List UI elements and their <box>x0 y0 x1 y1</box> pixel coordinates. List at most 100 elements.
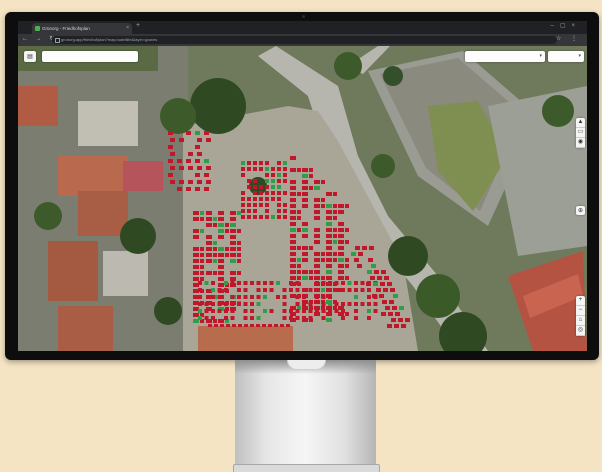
grave-marker[interactable] <box>237 211 241 215</box>
address-bar[interactable]: grunorg.app/friedhof/plan?map=satellite&… <box>52 36 557 44</box>
grave-marker[interactable] <box>197 152 202 156</box>
grave-marker[interactable] <box>385 306 390 310</box>
grave-marker[interactable] <box>338 252 344 256</box>
grave-marker[interactable] <box>225 223 229 227</box>
grave-marker[interactable] <box>326 222 332 226</box>
grave-marker[interactable] <box>314 210 320 214</box>
grave-marker[interactable] <box>186 187 191 191</box>
grave-marker[interactable] <box>373 309 378 313</box>
grave-marker[interactable] <box>395 312 400 316</box>
grave-marker[interactable] <box>200 313 204 317</box>
grave-marker[interactable] <box>263 281 267 285</box>
grave-marker[interactable] <box>256 316 261 320</box>
grave-marker[interactable] <box>341 281 345 285</box>
grave-marker[interactable] <box>290 186 296 190</box>
grave-marker[interactable] <box>197 138 202 142</box>
grave-marker[interactable] <box>193 259 199 263</box>
grave-marker[interactable] <box>224 281 228 285</box>
grave-marker[interactable] <box>253 167 257 171</box>
grave-marker[interactable] <box>297 306 301 310</box>
grave-marker[interactable] <box>179 138 184 142</box>
search-input[interactable] <box>42 51 138 62</box>
grave-marker[interactable] <box>368 258 373 262</box>
grave-marker[interactable] <box>326 276 332 280</box>
grave-marker[interactable] <box>256 288 261 292</box>
grave-marker[interactable] <box>247 197 251 201</box>
grave-marker[interactable] <box>354 302 358 306</box>
grave-marker[interactable] <box>321 295 326 299</box>
grave-marker[interactable] <box>193 277 199 281</box>
grave-markers[interactable] <box>168 131 410 328</box>
grave-marker[interactable] <box>230 271 236 275</box>
grave-marker[interactable] <box>265 209 269 213</box>
grave-marker[interactable] <box>302 316 306 320</box>
grave-marker[interactable] <box>271 173 275 177</box>
navigation-buttons[interactable]: ← → ↻ <box>22 36 58 42</box>
grave-marker[interactable] <box>333 240 337 244</box>
grave-marker[interactable] <box>217 302 222 306</box>
grave-marker[interactable] <box>338 306 344 310</box>
grave-marker[interactable] <box>241 209 245 213</box>
grave-marker[interactable] <box>297 246 301 250</box>
grave-marker[interactable] <box>170 152 175 156</box>
grave-marker[interactable] <box>367 270 372 274</box>
grave-marker[interactable] <box>357 264 362 268</box>
grave-marker[interactable] <box>193 271 199 275</box>
grave-marker[interactable] <box>277 173 281 177</box>
grave-marker[interactable] <box>271 185 275 189</box>
grave-marker[interactable] <box>253 215 257 219</box>
grave-marker[interactable] <box>314 186 320 190</box>
grave-marker[interactable] <box>193 247 199 251</box>
grave-marker[interactable] <box>326 210 332 214</box>
grave-marker[interactable] <box>290 264 296 268</box>
grave-marker[interactable] <box>253 197 257 201</box>
grave-marker[interactable] <box>218 259 224 263</box>
grave-marker[interactable] <box>186 131 191 135</box>
grave-marker[interactable] <box>198 295 202 299</box>
grave-marker[interactable] <box>295 288 300 292</box>
grave-marker[interactable] <box>308 302 313 306</box>
grave-marker[interactable] <box>274 324 278 327</box>
grave-marker[interactable] <box>333 228 337 232</box>
grave-marker[interactable] <box>213 217 217 221</box>
grave-marker[interactable] <box>290 228 296 232</box>
grave-marker[interactable] <box>179 180 184 184</box>
grave-marker[interactable] <box>376 288 381 292</box>
grave-marker[interactable] <box>204 302 209 306</box>
grave-marker[interactable] <box>366 282 371 286</box>
grave-marker[interactable] <box>230 235 236 239</box>
grave-marker[interactable] <box>230 211 236 215</box>
grave-marker[interactable] <box>218 253 224 257</box>
grave-marker[interactable] <box>277 203 281 207</box>
grave-marker[interactable] <box>367 295 371 299</box>
grave-marker[interactable] <box>268 324 272 327</box>
grave-marker[interactable] <box>200 211 204 215</box>
grave-marker[interactable] <box>197 166 202 170</box>
grave-marker[interactable] <box>253 203 257 207</box>
grave-marker[interactable] <box>326 264 332 268</box>
grave-marker[interactable] <box>290 216 296 220</box>
view-select[interactable]: ▾ <box>548 51 584 62</box>
grave-marker[interactable] <box>271 191 275 195</box>
grave-marker[interactable] <box>321 309 326 313</box>
grave-marker[interactable] <box>200 247 204 251</box>
grave-marker[interactable] <box>206 319 212 323</box>
grave-marker[interactable] <box>200 277 204 281</box>
grave-marker[interactable] <box>237 295 241 299</box>
grave-marker[interactable] <box>283 203 287 207</box>
grave-marker[interactable] <box>218 235 224 239</box>
grave-marker[interactable] <box>237 259 241 263</box>
grave-marker[interactable] <box>213 247 217 251</box>
grave-marker[interactable] <box>193 301 199 305</box>
grave-marker[interactable] <box>338 264 344 268</box>
grave-marker[interactable] <box>338 240 344 244</box>
grave-marker[interactable] <box>314 234 320 238</box>
grave-marker[interactable] <box>213 271 217 275</box>
grave-marker[interactable] <box>241 197 245 201</box>
grave-marker[interactable] <box>204 309 209 313</box>
grave-marker[interactable] <box>206 289 212 293</box>
grave-marker[interactable] <box>302 295 306 299</box>
grave-marker[interactable] <box>345 312 349 316</box>
grave-marker[interactable] <box>193 217 199 221</box>
grave-marker[interactable] <box>243 316 248 320</box>
